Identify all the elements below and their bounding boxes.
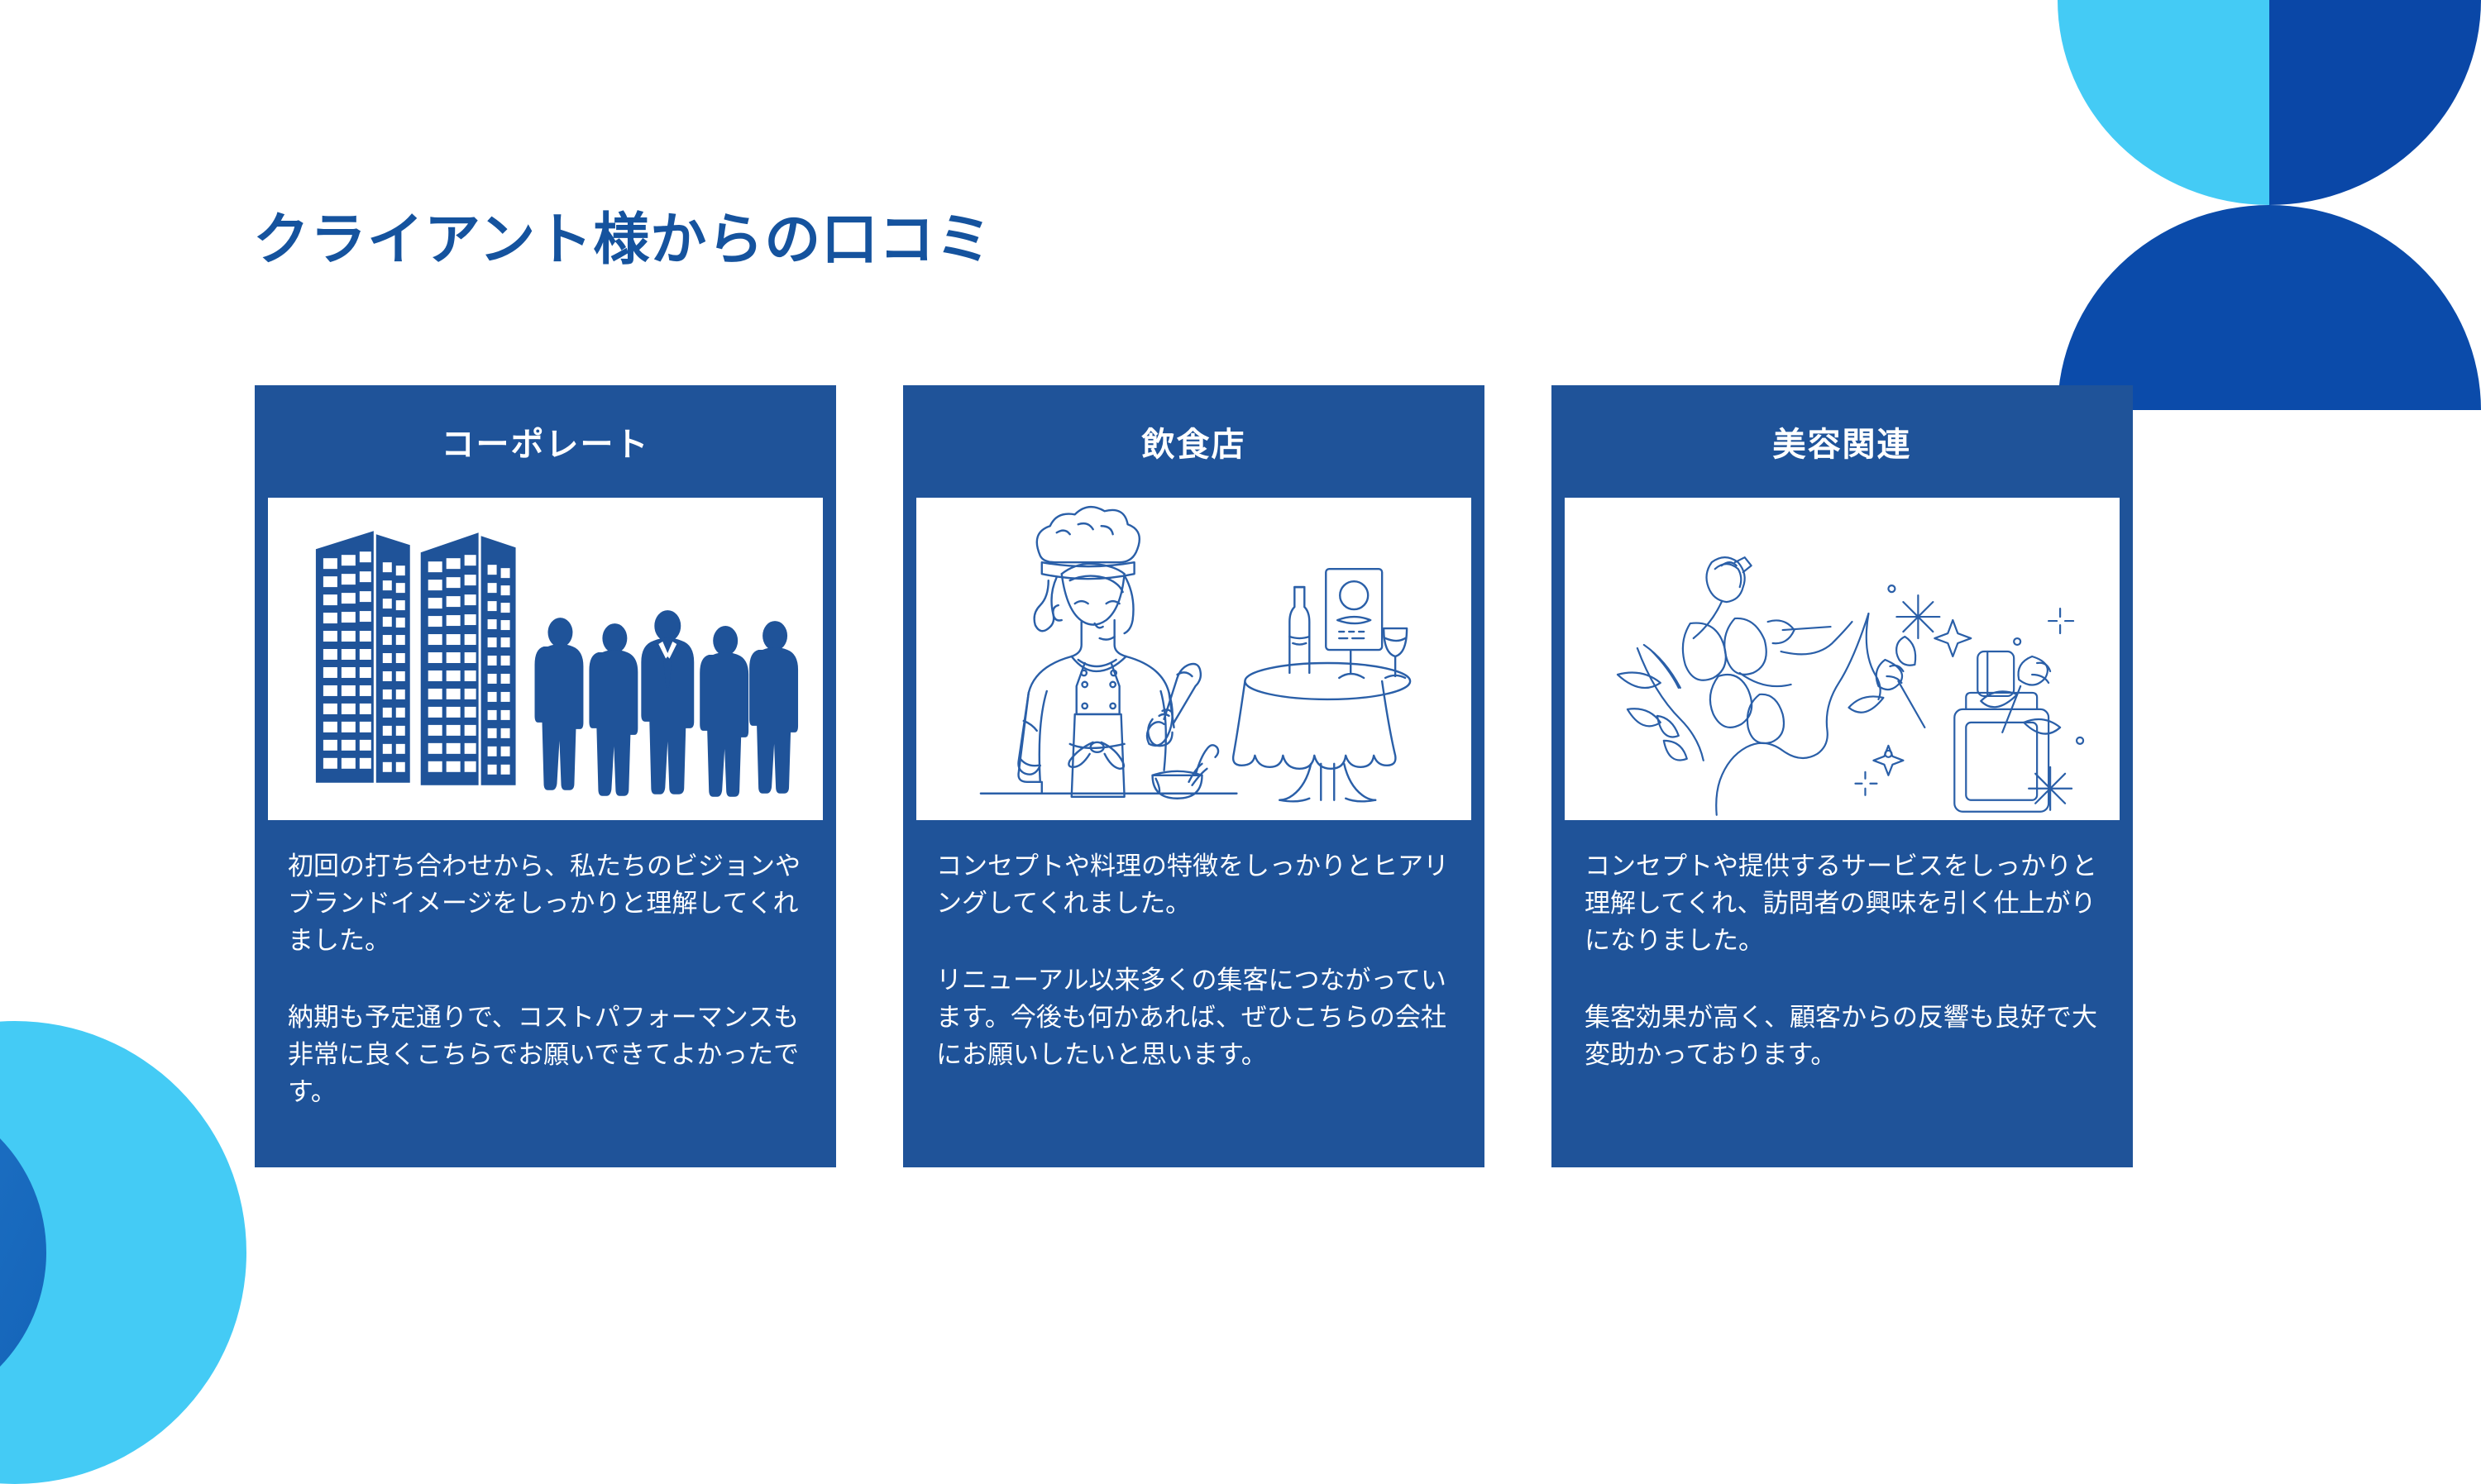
decoration-bottom-left-rings xyxy=(0,1021,246,1484)
flowers-and-cosmetic-bottle-line-art-illustration xyxy=(1616,556,2085,816)
card-header-beauty: 美容関連 xyxy=(1772,427,1912,463)
decoration-top-right-cluster xyxy=(2058,0,2481,410)
quarter-circle-light-cyan-icon xyxy=(2058,0,2269,205)
card-body-corporate: 初回の打ち合わせから、私たちのビジョンやブランドイメージをしっかりと理解してくれ… xyxy=(255,820,836,1167)
card-header-corporate: コーポレート xyxy=(441,427,650,463)
quarter-circle-dark-blue-c-icon xyxy=(2269,205,2481,410)
testimonial-card-beauty[interactable]: 美容関連 xyxy=(1551,385,2133,1167)
inner-disc-blue-icon xyxy=(0,1089,46,1416)
card-body-restaurant: コンセプトや料理の特徴をしっかりとヒアリングしてくれました。 リニューアル以来多… xyxy=(903,820,1484,1167)
card-paragraph: 初回の打ち合わせから、私たちのビジョンやブランドイメージをしっかりと理解してくれ… xyxy=(288,852,801,955)
testimonial-card-restaurant[interactable]: 飲食店 xyxy=(903,385,1484,1167)
card-paragraph: リニューアル以来多くの集客につながっています。今後も何かあれば、ぜひこちらの会社… xyxy=(936,965,1446,1069)
card-illustration-restaurant xyxy=(916,498,1471,820)
card-paragraph: 納期も予定通りで、コストパフォーマンスも非常に良くこちらでお願いできてよかったで… xyxy=(288,1002,800,1106)
testimonial-card-corporate[interactable]: コーポレート xyxy=(255,385,836,1167)
card-illustration-beauty xyxy=(1565,498,2120,820)
card-paragraph: コンセプトや料理の特徴をしっかりとヒアリングしてくれました。 xyxy=(936,852,1449,918)
quarter-circle-dark-blue-b-icon xyxy=(2058,205,2269,410)
office-buildings-and-business-people-illustration xyxy=(315,531,799,797)
card-paragraph: コンセプトや提供するサービスをしっかりと理解してくれ、訪問者の興味を引く仕上がり… xyxy=(1585,852,2097,955)
card-illustration-corporate xyxy=(268,498,823,820)
quarter-circle-dark-blue-a-icon xyxy=(2269,0,2481,205)
chef-and-dining-table-line-art-illustration xyxy=(979,506,1412,803)
card-header-restaurant: 飲食店 xyxy=(1141,427,1246,463)
outer-ring-cyan-icon xyxy=(0,1021,246,1484)
card-body-beauty: コンセプトや提供するサービスをしっかりと理解してくれ、訪問者の興味を引く仕上がり… xyxy=(1551,820,2133,1167)
card-paragraph: 集客効果が高く、顧客からの反響も良好で大変助かっております。 xyxy=(1585,1002,2097,1069)
page-title: クライアント様からの口コミ xyxy=(253,208,993,271)
